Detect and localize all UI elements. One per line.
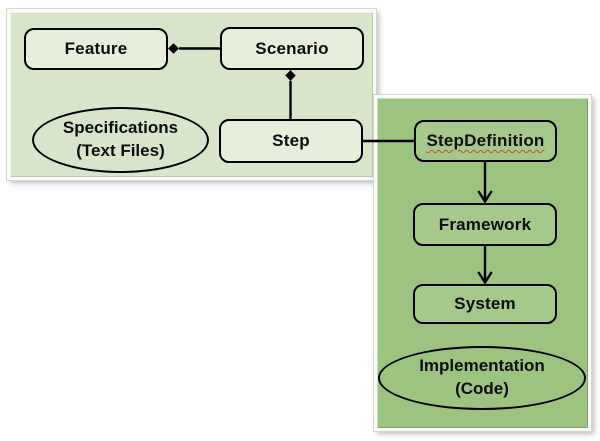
node-step-definition: StepDefinition <box>414 120 557 162</box>
node-framework-label: Framework <box>438 214 532 234</box>
node-step-definition-label: StepDefinition <box>426 131 545 150</box>
node-system-label: System <box>454 294 516 313</box>
node-scenario-label: Scenario <box>255 38 329 58</box>
implementation-caption-line2: (Code) <box>455 379 509 398</box>
node-step-label: Step <box>272 131 310 150</box>
node-system: System <box>413 284 557 324</box>
node-feature: Feature <box>24 28 168 70</box>
node-feature-label: Feature <box>64 39 128 58</box>
specifications-caption-line1: Specifications <box>62 118 179 138</box>
node-step: Step <box>219 119 363 163</box>
node-framework: Framework <box>413 203 557 246</box>
specifications-caption: Specifications (Text Files) <box>32 107 209 173</box>
implementation-caption-line1: Implementation <box>419 356 545 376</box>
implementation-caption: Implementation (Code) <box>378 346 586 410</box>
node-scenario: Scenario <box>220 27 364 70</box>
specifications-caption-line2: (Text Files) <box>76 141 165 160</box>
